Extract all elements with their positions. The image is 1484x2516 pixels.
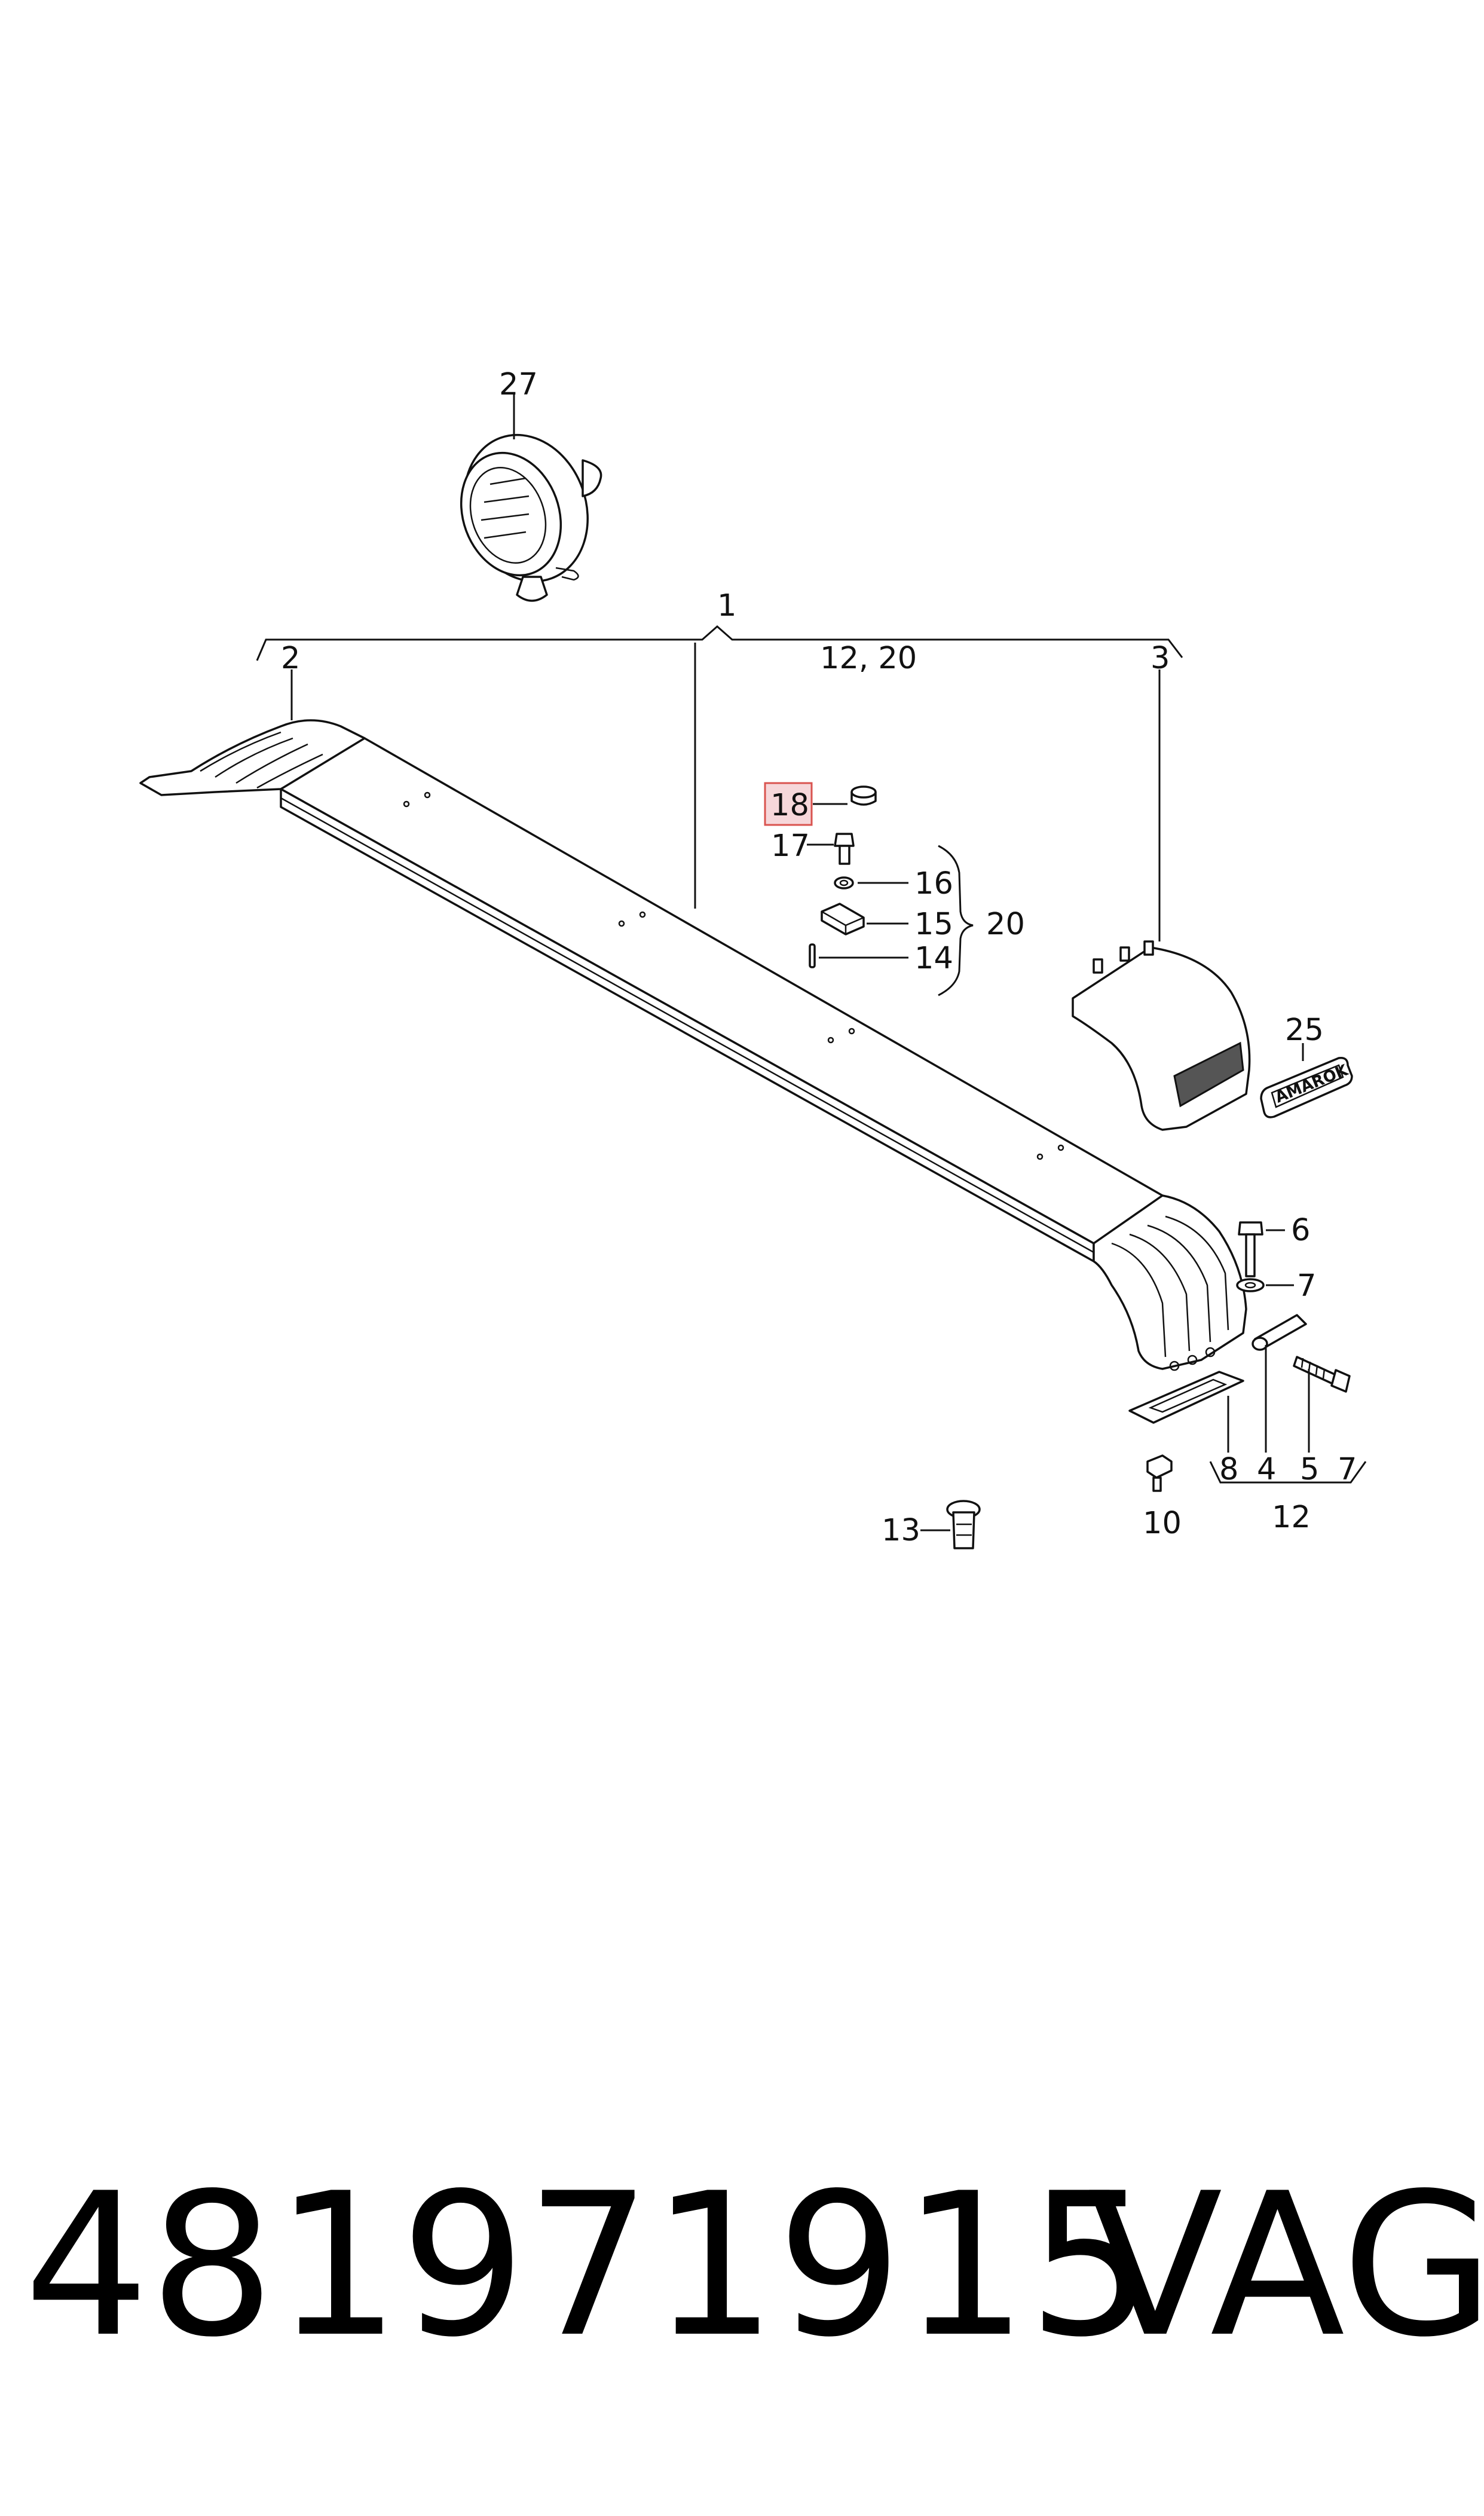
callout-12: 12 xyxy=(1272,1500,1311,1535)
callout-13: 13 xyxy=(882,1513,920,1548)
callout-4: 4 xyxy=(1257,1452,1276,1487)
callout-14: 14 xyxy=(914,941,953,976)
bolt-6[interactable] xyxy=(1238,1221,1263,1277)
callout-8: 8 xyxy=(1219,1452,1238,1487)
pin-14[interactable] xyxy=(809,943,816,968)
callout-25: 25 xyxy=(1285,1013,1324,1048)
rivet-13[interactable] xyxy=(946,1500,981,1549)
plate-8[interactable] xyxy=(1128,1371,1244,1424)
callout-27: 27 xyxy=(499,367,538,402)
callout-12-20: 12, 20 xyxy=(820,641,917,676)
end-cap-cover[interactable] xyxy=(1072,940,1251,1131)
callout-1: 1 xyxy=(717,588,736,623)
footer: 481971915 VAG xyxy=(24,2151,1484,2380)
callout-6: 6 xyxy=(1291,1213,1310,1248)
callout-3: 3 xyxy=(1151,641,1170,676)
washer-7[interactable] xyxy=(1236,1278,1265,1292)
cap-nut[interactable] xyxy=(850,785,877,806)
callout-18: 18 xyxy=(770,788,809,823)
callout-2: 2 xyxy=(281,641,300,676)
sport-bar[interactable] xyxy=(139,719,1247,1371)
callout-15: 15 xyxy=(914,907,953,942)
work-lamp[interactable] xyxy=(444,417,607,602)
callout-5: 5 xyxy=(1300,1452,1319,1487)
callout-16: 16 xyxy=(914,866,953,901)
nut-10[interactable] xyxy=(1146,1454,1173,1492)
bolt-17[interactable] xyxy=(834,833,855,865)
amarok-badge[interactable]: AMAROK xyxy=(1260,1057,1353,1118)
callout-7a: 7 xyxy=(1297,1268,1316,1304)
callout-17: 17 xyxy=(771,829,810,864)
callout-labels: 27 1 2 12, 20 3 18 17 16 15 20 14 25 6 7… xyxy=(281,367,1357,1548)
washer-16[interactable] xyxy=(834,876,854,889)
highlight-box-18 xyxy=(764,782,813,826)
bolt-5[interactable] xyxy=(1293,1356,1351,1393)
callout-7b: 7 xyxy=(1338,1452,1357,1487)
callout-20: 20 xyxy=(986,907,1025,942)
pin-4[interactable] xyxy=(1252,1314,1307,1351)
brand-name: VAG xyxy=(1088,2151,1484,2380)
part-number: 481971915 xyxy=(24,2151,1153,2380)
clip-15[interactable] xyxy=(821,903,865,936)
callout-10: 10 xyxy=(1143,1506,1182,1541)
